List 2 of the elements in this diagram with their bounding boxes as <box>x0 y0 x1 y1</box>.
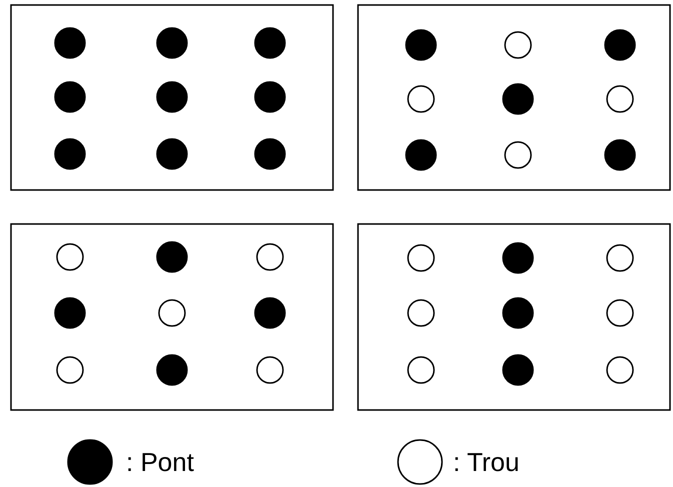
legend-label: : Trou <box>453 447 520 477</box>
legend-label: : Pont <box>126 447 194 477</box>
